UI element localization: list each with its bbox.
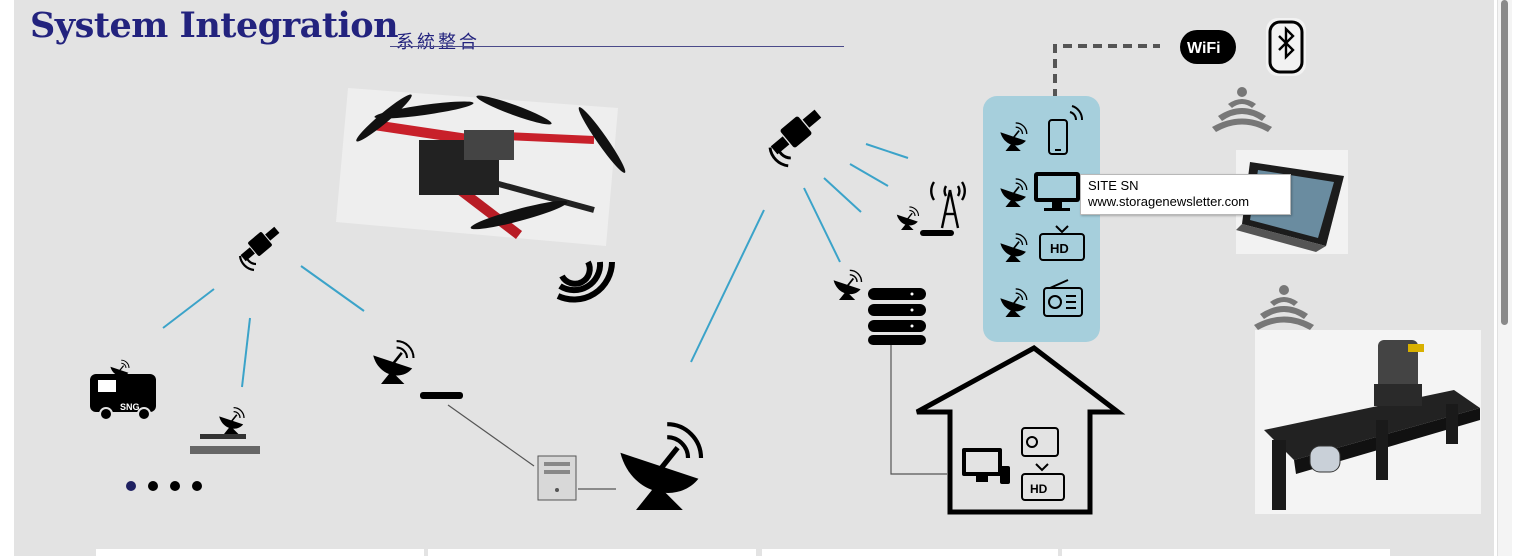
scrollbar-thumb[interactable] <box>1501 0 1508 325</box>
title-underline <box>390 46 844 47</box>
tooltip-url: www.storagenewsletter.com <box>1088 194 1250 209</box>
van-label: SNG <box>120 402 140 412</box>
signal-links <box>162 143 909 388</box>
dish-server-icon <box>832 269 863 301</box>
satellite-icon-left <box>238 225 281 272</box>
antenna-tower-icon <box>930 181 966 229</box>
radio-icon <box>1043 279 1083 317</box>
bottom-card-3 <box>762 549 1058 556</box>
more-dots-icon <box>126 481 202 491</box>
tower-receiver-icon <box>920 230 954 236</box>
page-title: System Integration <box>30 5 399 46</box>
satellite-icon-right <box>768 108 823 168</box>
server-stack-icon <box>868 288 926 345</box>
page-subtitle: 系統整合 <box>396 32 480 52</box>
house-icon: HD <box>915 345 1126 515</box>
svg-text:HD: HD <box>1030 482 1048 496</box>
ground-station-icon <box>190 406 260 454</box>
hd-tv-icon: HD <box>1039 225 1085 261</box>
device-panel <box>983 96 1100 342</box>
tooltip-title: SITE SN <box>1088 178 1139 193</box>
diagram-canvas: System Integration 系統整合 <box>14 0 1494 556</box>
bottom-card-2 <box>428 549 756 556</box>
diagram-svg: SNG <box>90 18 1481 515</box>
bottom-card-4 <box>1062 549 1390 556</box>
smartphone-icon <box>1048 105 1083 155</box>
dish-small-icon <box>896 206 920 231</box>
monitor-icon <box>1034 172 1080 211</box>
satellite-dish-icon-mid <box>371 339 415 386</box>
computer-tower-icon <box>537 455 577 501</box>
wifi-label: WiFi <box>1187 40 1221 57</box>
wifi-broadcast-icon-bottom <box>1254 285 1314 330</box>
hover-tooltip: SITE SN www.storagenewsletter.com <box>1080 174 1291 215</box>
drone-signal-icon <box>556 260 615 303</box>
wired-links <box>447 343 947 490</box>
bottom-card-1 <box>96 549 424 556</box>
wifi-broadcast-icon-top <box>1212 87 1272 132</box>
sng-van-icon: SNG <box>90 359 156 421</box>
wireless-link-dashed <box>1053 44 1160 98</box>
router-table-photo <box>1255 330 1481 514</box>
vertical-scrollbar[interactable] <box>1497 0 1512 556</box>
large-satellite-dish-icon <box>620 424 701 510</box>
drone-photo <box>336 88 626 246</box>
hd-label: HD <box>1050 241 1069 256</box>
bluetooth-icon <box>1266 18 1306 76</box>
receiver-box-icon <box>420 392 463 399</box>
wifi-logo-icon: WiFi <box>1180 30 1236 64</box>
